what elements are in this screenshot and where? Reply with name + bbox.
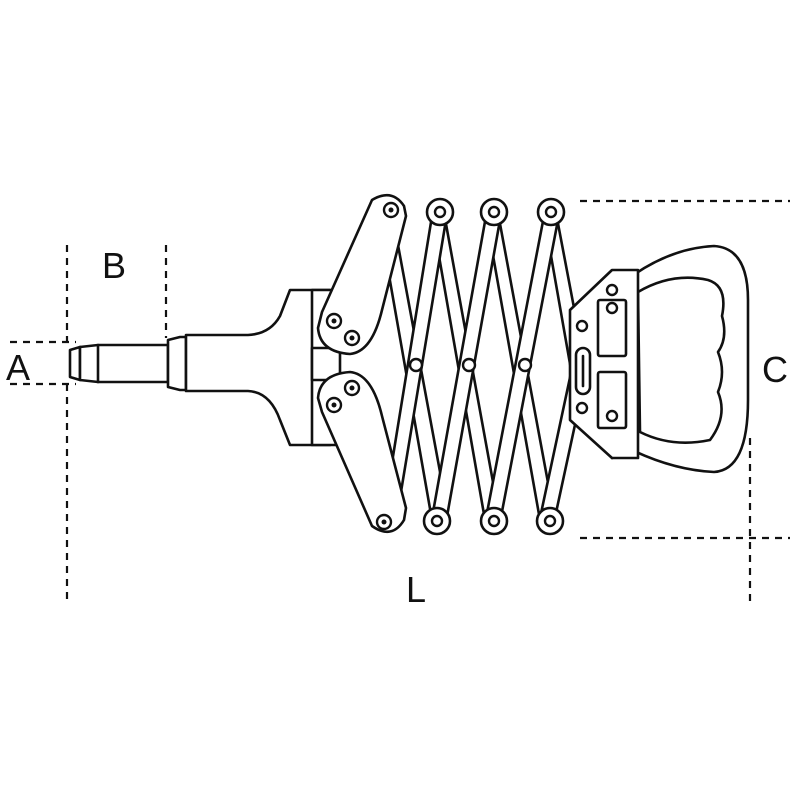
nozzle-collar (166, 335, 188, 392)
handle-opening (636, 276, 726, 444)
pivot-pin (517, 357, 533, 373)
end-pin (544, 205, 558, 219)
end-pin (487, 205, 501, 219)
dimension-label-c: C (762, 349, 788, 390)
dimension-label-b: B (102, 245, 127, 286)
head-body (184, 288, 332, 447)
end-pin (487, 514, 501, 528)
end-pin (433, 205, 447, 219)
upper-jaw-plate (316, 193, 408, 356)
jaw-pin-center (381, 519, 387, 525)
dimension-label-l: L (406, 569, 427, 610)
tool-head (184, 288, 342, 447)
pivot-pin (408, 357, 424, 373)
jaw-pin-center (349, 335, 355, 341)
dimension-label-a: A (6, 347, 31, 388)
nozzle (68, 335, 188, 392)
jaw-pin-center (388, 207, 394, 213)
jaw-plates (316, 193, 408, 534)
handle-pin (605, 409, 619, 423)
handle-pin (605, 301, 619, 315)
handle (568, 244, 750, 474)
nozzle-cone (78, 343, 170, 384)
jaw-pin-center (331, 318, 337, 324)
scissor-linkage (378, 197, 594, 536)
jaw-pin-center (331, 402, 337, 408)
handle-window-lower (596, 370, 628, 430)
nozzle-tip (68, 345, 82, 382)
handle-window-upper (596, 298, 628, 358)
end-pin (430, 514, 444, 528)
end-pin (543, 514, 557, 528)
pivot-pin (461, 357, 477, 373)
handle-pin (605, 283, 619, 297)
lower-jaw-plate (316, 370, 408, 534)
handle-pin (575, 401, 589, 415)
handle-pin (575, 319, 589, 333)
dimension-lines (10, 199, 790, 602)
jaw-pin-center (349, 385, 355, 391)
